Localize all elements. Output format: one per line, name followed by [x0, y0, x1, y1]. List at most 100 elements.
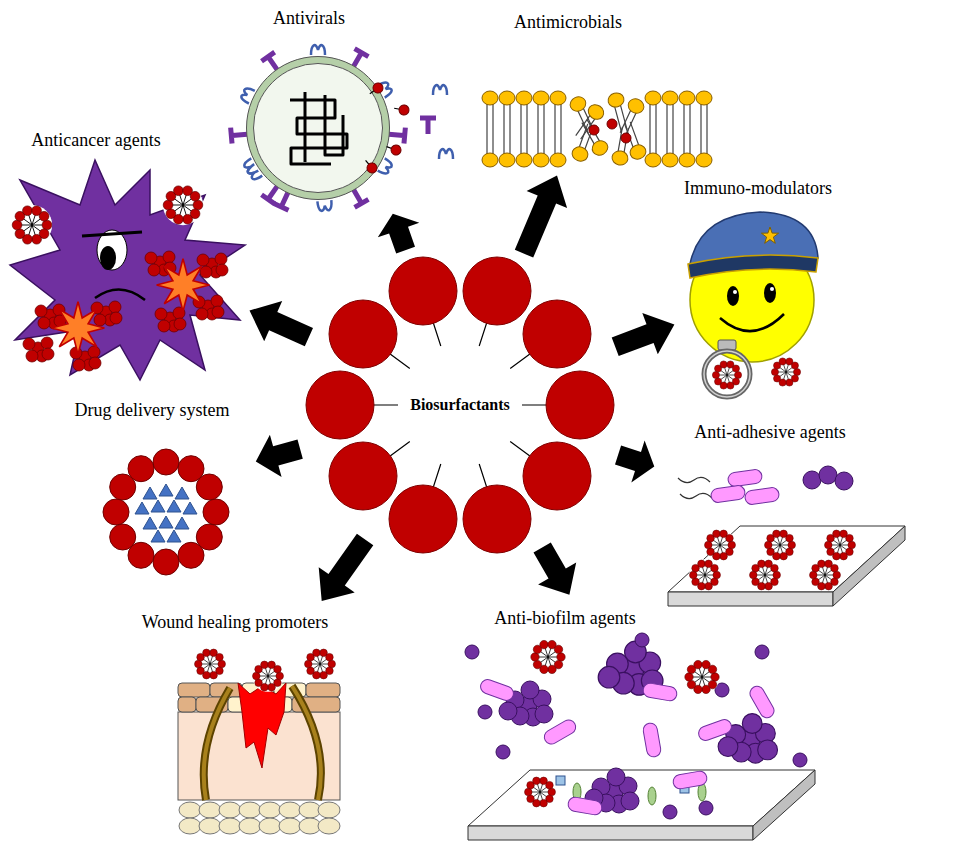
biofilm-drawing	[648, 787, 656, 805]
biosurfactant-cluster	[389, 257, 457, 325]
category-label: Immuno-modulators	[684, 178, 832, 200]
drug-micelle-drawing	[153, 449, 179, 475]
virus-drawing	[254, 64, 383, 193]
cancer-cell-drawing	[10, 160, 245, 380]
biofilm-drawing	[468, 826, 753, 840]
police-face-drawing	[704, 351, 750, 397]
coated-surface-drawing	[727, 469, 763, 488]
membrane-drawing	[482, 91, 498, 129]
membrane-drawing	[482, 91, 712, 167]
membrane-drawing	[516, 129, 532, 167]
coated-surface-drawing	[678, 477, 712, 498]
police-face-drawing	[688, 212, 818, 397]
biofilm-drawing	[524, 776, 556, 808]
membrane-drawing	[679, 91, 695, 129]
biosurfactant-cluster	[329, 442, 397, 510]
category-panel: Anticancer agents	[8, 126, 244, 384]
coated-surface-drawing	[835, 472, 853, 490]
membrane-drawing	[533, 129, 549, 167]
biofilm-drawing	[672, 770, 708, 790]
biosurfactant-cluster	[329, 300, 397, 368]
biofilm-drawing	[635, 633, 649, 647]
biofilm-drawing	[478, 705, 492, 719]
coated-surface-drawing	[809, 559, 841, 591]
category-label: Anticancer agents	[31, 130, 160, 152]
membrane-drawing	[499, 91, 515, 129]
skin-drawing	[179, 818, 201, 834]
center-node: Biosurfactants	[300, 247, 620, 563]
coated-surface-drawing	[764, 529, 796, 561]
coated-surface-drawing	[744, 487, 780, 506]
drug-micelle-drawing	[143, 517, 157, 529]
skin-drawing	[318, 818, 340, 834]
biofilm-drawing	[465, 633, 807, 819]
membrane-drawing	[550, 129, 566, 167]
virus-drawing	[290, 92, 347, 164]
coated-surface-drawing	[668, 592, 833, 606]
skin-drawing	[259, 818, 281, 834]
block-arrow	[615, 440, 654, 482]
membrane-drawing	[662, 91, 678, 129]
drug-micelle-drawing	[159, 516, 173, 528]
drug-micelle-drawing	[178, 542, 204, 568]
coated-surface-drawing	[749, 559, 781, 591]
skin-drawing	[304, 648, 336, 680]
biosurfactant-cluster	[306, 257, 614, 553]
drug-micelle-drawing	[143, 487, 157, 499]
biofilm-drawing	[496, 745, 510, 759]
cancer-cell-drawing	[155, 307, 186, 332]
police-face-drawing	[712, 360, 742, 390]
coated-surface-drawing	[819, 466, 837, 484]
virus-drawing	[362, 157, 379, 175]
coated-surface-drawing	[710, 485, 746, 504]
police-face-drawing	[688, 255, 818, 278]
biofilm-drawing	[747, 684, 776, 720]
skin-drawing	[178, 697, 196, 712]
coated-surface-drawing	[803, 471, 821, 489]
virus-drawing	[433, 85, 447, 95]
skin-drawing	[178, 683, 210, 697]
biofilm-drawing	[663, 805, 677, 819]
drug-micelle-drawing	[175, 517, 189, 529]
membrane-drawing	[482, 129, 498, 167]
skin-drawing	[306, 683, 340, 697]
drug-micelle-drawing	[103, 449, 229, 575]
drug-micelle-drawing	[167, 530, 181, 542]
block-arrow	[534, 543, 577, 595]
membrane-drawing	[616, 96, 647, 137]
coated-surface-drawing	[689, 559, 721, 591]
virus-drawing	[311, 45, 325, 55]
drug-micelle-drawing	[167, 500, 181, 512]
biofilm-drawing	[556, 776, 565, 785]
cancer-cell-drawing	[12, 205, 52, 245]
biosurfactant-cluster	[306, 257, 614, 553]
police-face-drawing	[761, 227, 778, 243]
biofilm-drawing	[465, 645, 479, 659]
skin-drawing	[199, 802, 221, 818]
biofilm-drawing	[531, 640, 566, 675]
skin-drawing	[318, 802, 340, 818]
biofilm-drawing	[755, 645, 769, 659]
category-panel: Antivirals	[245, 4, 465, 208]
center-label: Biosurfactants	[407, 395, 513, 414]
cancer-cell-drawing	[197, 253, 228, 278]
drug-micelle-drawing	[203, 499, 229, 525]
skin-drawing	[178, 648, 340, 834]
membrane-drawing	[550, 91, 566, 129]
biofilm-drawing	[567, 796, 603, 816]
category-panel: Drug delivery system	[40, 396, 250, 588]
virus-drawing	[420, 118, 436, 134]
membrane-drawing	[499, 129, 515, 167]
skin-drawing	[204, 686, 321, 800]
category-panel: Immuno-modulators	[680, 174, 895, 390]
biofilm-drawing	[642, 722, 662, 758]
skin-drawing	[179, 802, 201, 818]
skin-drawing	[238, 683, 286, 768]
category-panel: Anti-adhesive agents	[660, 418, 910, 598]
block-arrow	[319, 534, 374, 601]
drug-micelle-drawing	[153, 549, 179, 575]
biosurfactant-cluster	[463, 257, 531, 325]
biofilm-drawing	[793, 753, 807, 767]
membrane-drawing	[589, 125, 599, 135]
biofilm-drawing	[685, 660, 720, 695]
